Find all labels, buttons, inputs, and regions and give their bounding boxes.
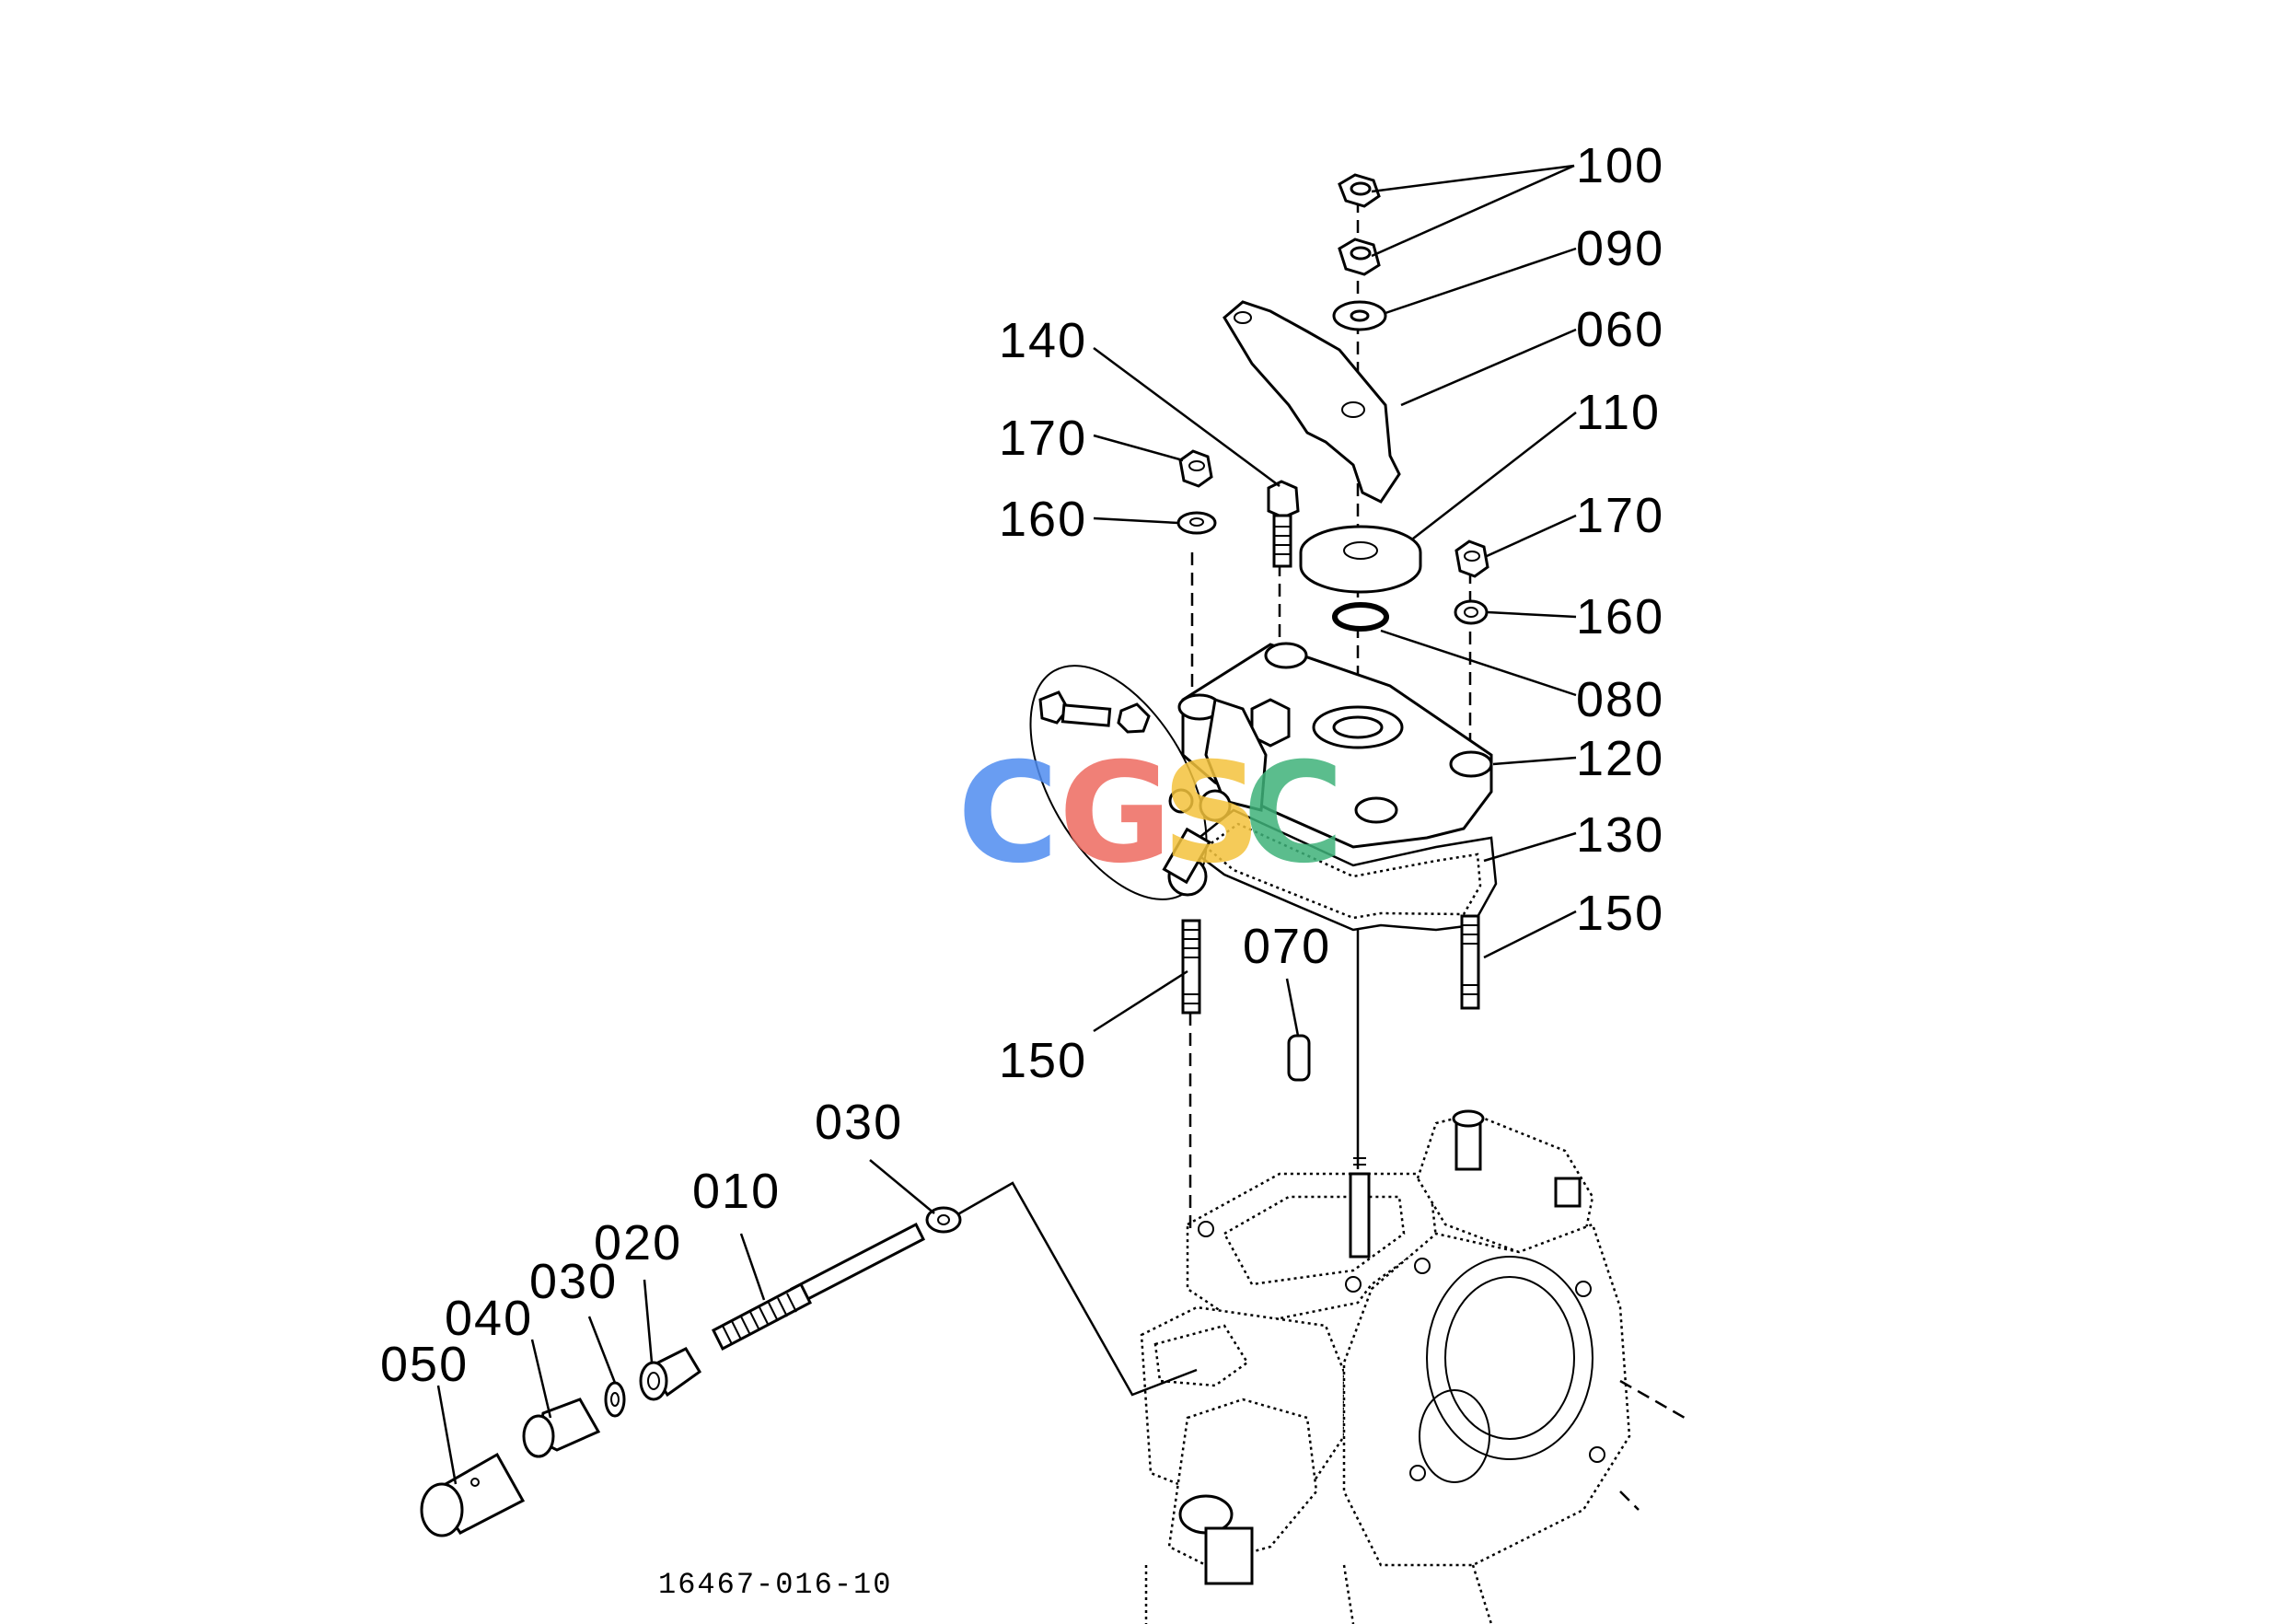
callout-130: 130 [1576,807,1664,863]
callout-010: 010 [692,1164,781,1219]
cap-nut-040 [522,1398,601,1458]
o-ring-080 [1332,602,1389,632]
callout-160-left: 160 [999,492,1087,547]
callout-050: 050 [380,1337,469,1392]
disc-110 [1299,525,1422,594]
callout-170-left: 170 [999,411,1087,466]
watermark-letter-c2: C [1243,734,1344,894]
hex-nut-top [1338,173,1381,208]
lock-nut-020 [639,1347,701,1401]
lever-060 [1223,300,1401,504]
washer-030-top [925,1206,962,1234]
callout-150-right: 150 [1576,886,1664,941]
leader-lines [436,164,1577,1485]
callout-090: 090 [1576,221,1664,276]
washer-160-left [1176,511,1217,535]
callout-labels: 100 090 060 110 140 170 160 170 160 080 … [380,138,1664,1392]
nut-170-left [1178,449,1213,488]
cgsc-watermark-logo: C G S C [957,734,1344,894]
callout-150-left: 150 [999,1033,1087,1088]
stud-150-left [1181,919,1201,1015]
upper-assembly [1029,173,1498,1082]
engine-housing [1140,1109,1686,1624]
watermark-letter-g: G [1059,734,1172,894]
callout-110: 110 [1576,385,1661,440]
callout-070: 070 [1243,919,1331,974]
adjuster-bracket [1029,665,1268,900]
bolt-140 [1267,480,1300,568]
gasket-130 [1185,808,1498,932]
callout-160-right: 160 [1576,589,1664,644]
callout-030-top: 030 [815,1095,903,1150]
washer-030-lower [604,1381,626,1418]
callout-040: 040 [445,1291,533,1346]
key-070 [1287,1034,1311,1082]
stud-150-right [1460,914,1480,1010]
callout-030-lower: 030 [529,1254,618,1309]
callout-170-right: 170 [1576,488,1664,543]
callout-020: 020 [594,1215,682,1270]
callout-100: 100 [1576,138,1664,193]
washer-160-right [1454,599,1489,625]
watermark-letter-s: S [1162,734,1261,894]
callout-080: 080 [1576,672,1664,727]
adjusting-screw-assembly [420,1181,1198,1537]
screw-010 [712,1222,926,1351]
cover-050 [420,1452,526,1537]
nut-170-right [1454,539,1489,578]
callout-140: 140 [999,313,1087,368]
callout-060: 060 [1576,302,1664,357]
callout-120: 120 [1576,731,1664,786]
hex-nut-lower [1338,238,1381,276]
watermark-letter-c1: C [957,734,1059,894]
drawing-number: 16467-016-10 [658,1568,892,1602]
